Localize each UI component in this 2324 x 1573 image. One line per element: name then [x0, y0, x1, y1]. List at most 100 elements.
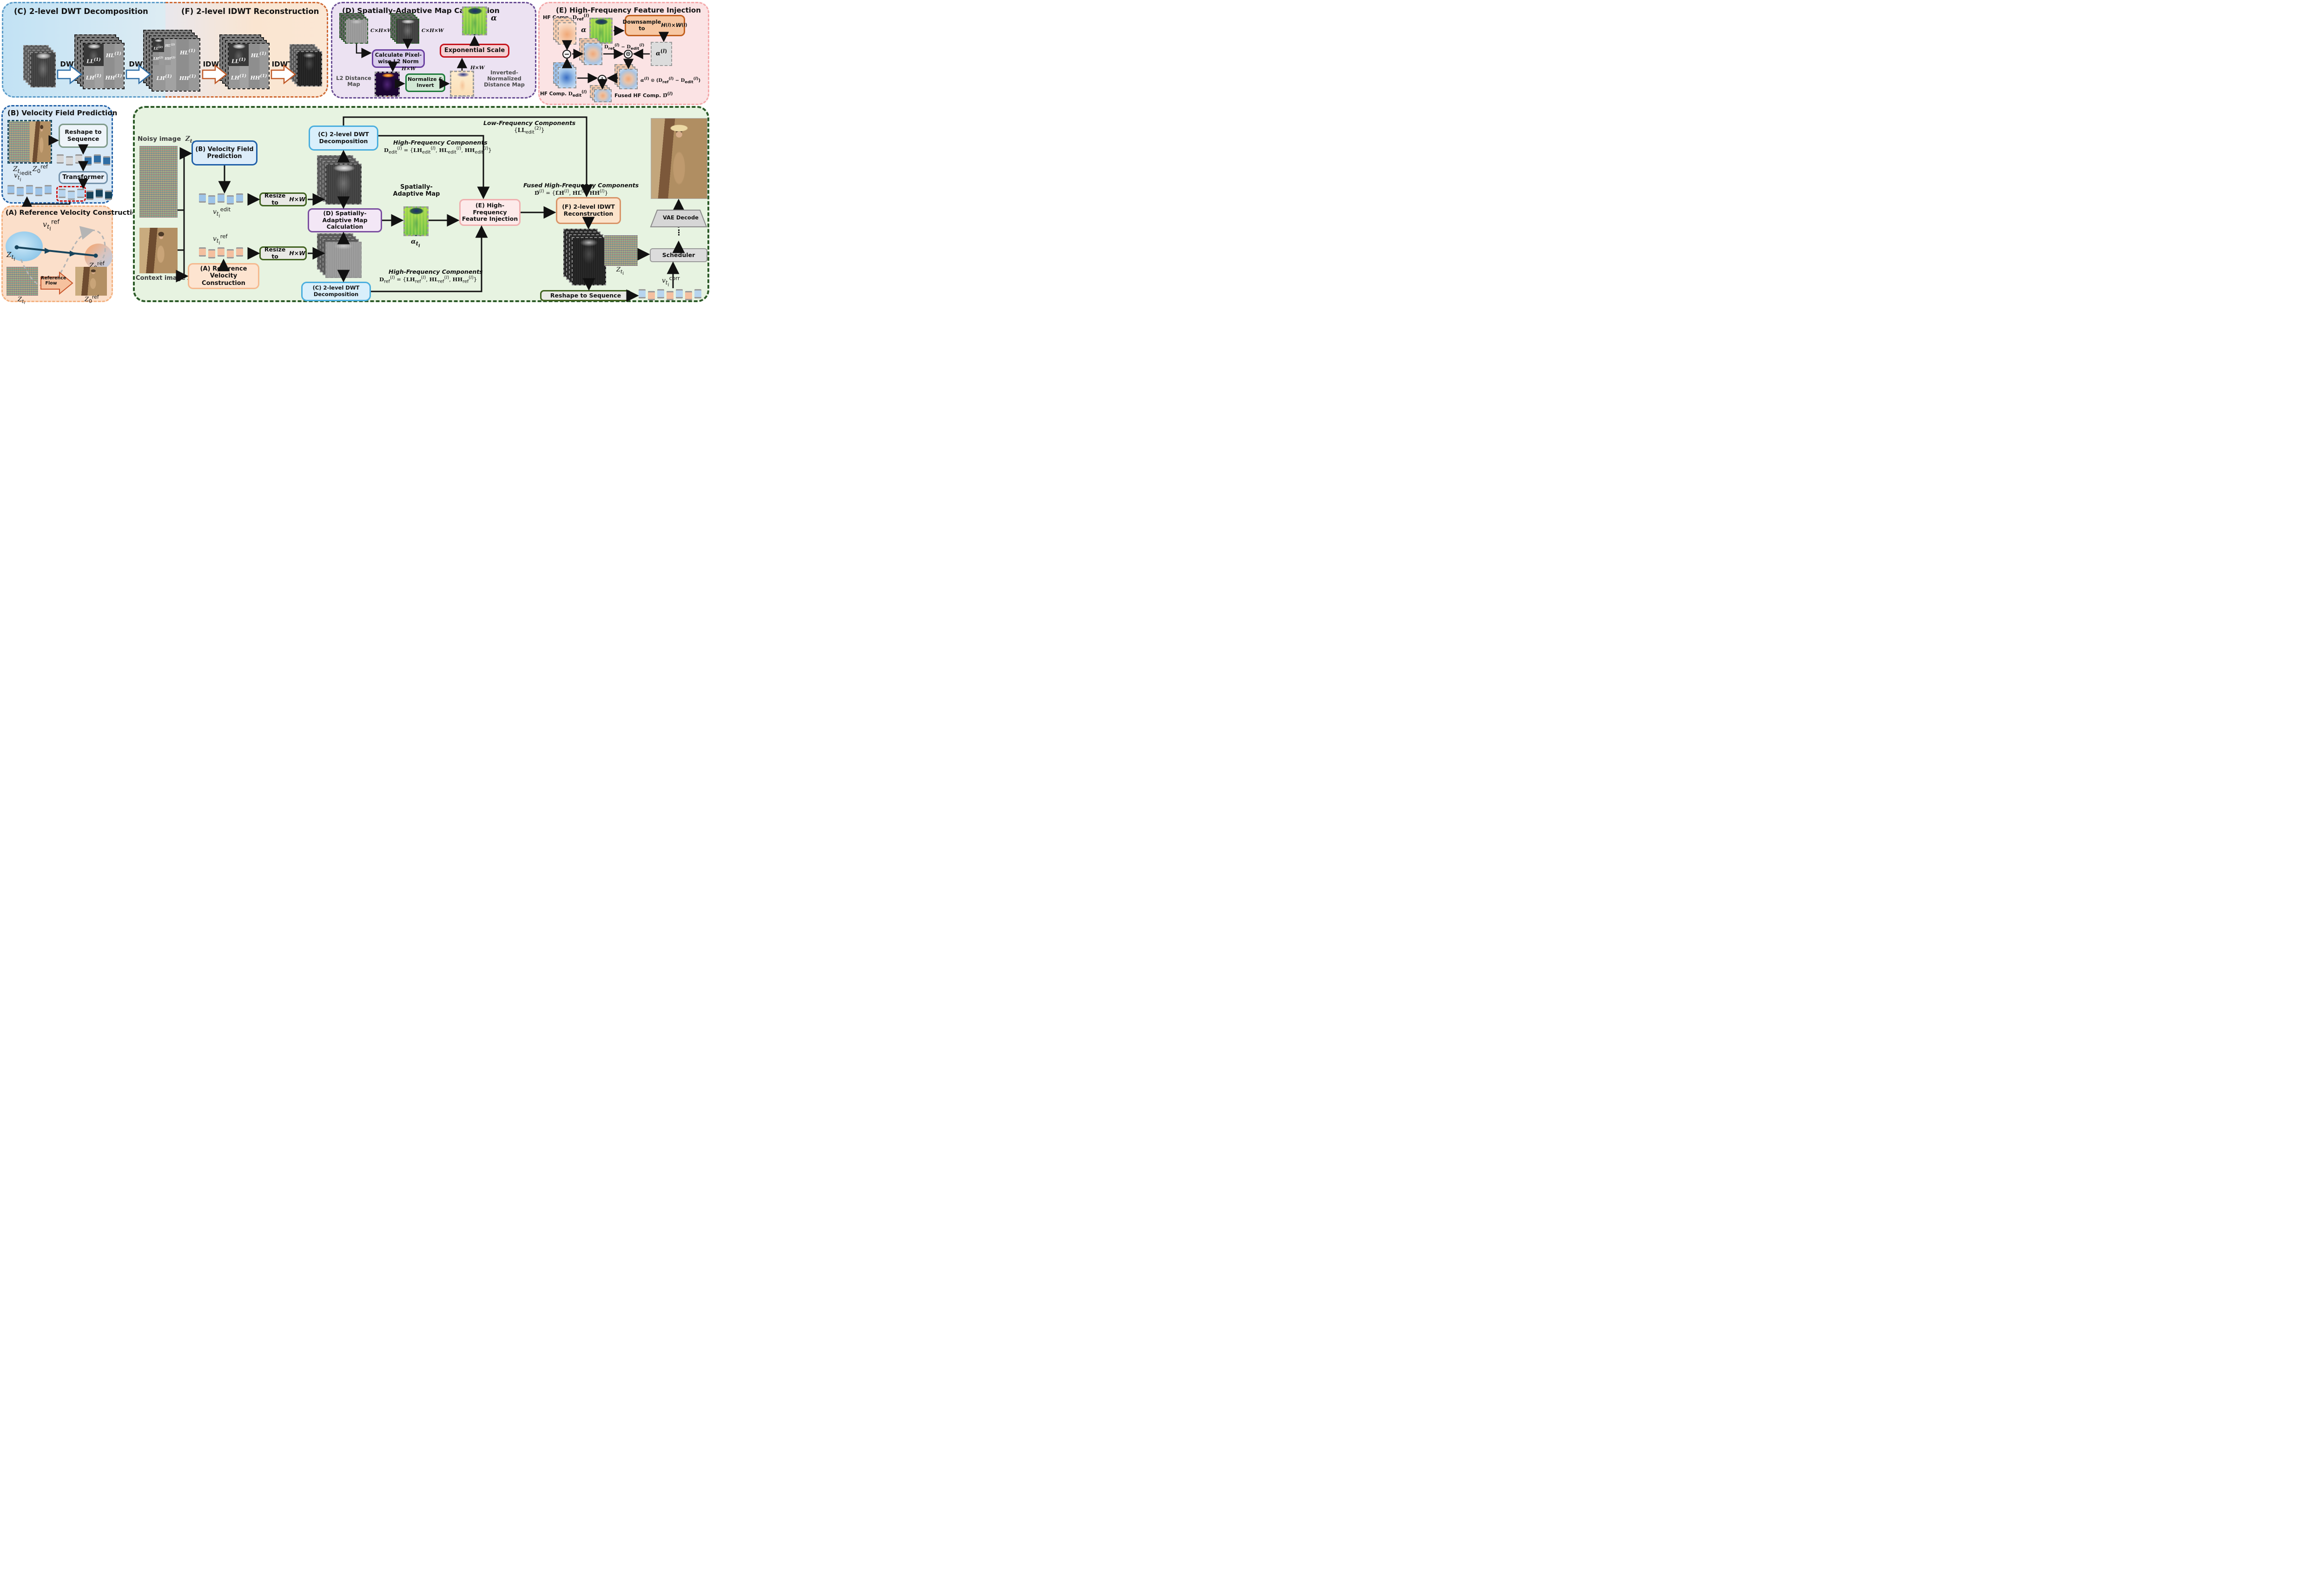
- v-edit-token-row-main: [199, 193, 243, 205]
- z0-ref-thumbnail: [75, 267, 107, 296]
- alpha-label-e: α: [581, 26, 587, 34]
- token: [657, 289, 664, 298]
- minus-operator: −: [562, 50, 571, 59]
- z-ti-thumb-label: Zti: [18, 296, 26, 304]
- token: [7, 185, 14, 194]
- token: [68, 191, 75, 200]
- hf-edit-label: HF Comp. Dedit(l): [540, 90, 587, 99]
- token: [86, 191, 93, 200]
- calculate-l2-norm-box: Calculate Pixel-wise L2 Norm: [372, 49, 425, 68]
- v-ref-token-row-main: [199, 247, 243, 258]
- z0-ref-label-b: Z0ref: [33, 163, 48, 174]
- c-dwt-box-bottom: (C) 2-level DWT Decomposition: [301, 282, 371, 301]
- edit-latent-stack-main: [317, 155, 362, 205]
- token: [685, 291, 692, 300]
- hf-edit-components-label: High-Frequency Components: [393, 139, 488, 146]
- hf-ref-components-label: High-Frequency Components: [389, 268, 483, 275]
- scheduler-box: Scheduler: [650, 248, 707, 262]
- hw-label-2: H×W: [470, 65, 485, 71]
- token: [26, 185, 33, 194]
- reshape-to-sequence-box-b: Reshape to Sequence: [59, 124, 108, 148]
- v-edit-label-b: vtiedit: [14, 170, 32, 183]
- v-ref-label-a: vtiref: [43, 218, 60, 232]
- diff-stack: [579, 38, 602, 65]
- token: [96, 189, 103, 198]
- lf-components-formula: {LLedit(2)}: [514, 126, 545, 135]
- plus-operator: +: [598, 75, 607, 84]
- fused-label: Fused HF Comp. D̃(l): [614, 91, 673, 99]
- token: [227, 195, 234, 205]
- inverted-map-label: Inverted-Normalized Distance Map: [484, 69, 525, 88]
- token: [208, 195, 215, 205]
- alpha-map-image-d: [462, 7, 487, 35]
- panel-d-title: (D) Spatially-Adaptive Map Calculation: [342, 7, 500, 15]
- ref-feature-stack-d: [339, 13, 368, 44]
- token: [639, 289, 646, 298]
- v-ref-label-main: vtiref: [213, 233, 228, 246]
- resize-box-bottom: Resize to H × W: [259, 246, 307, 260]
- token: [227, 249, 234, 258]
- vae-decode-label: VAE Decode: [663, 214, 699, 221]
- diff-label: Dref(l) − Dedit(l): [604, 42, 645, 51]
- panel-f-title: (F) 2-level IDWT Reconstruction: [181, 7, 319, 16]
- z-ti-small-label: Zti: [616, 266, 624, 276]
- c-dwt-box-top: (C) 2-level DWT Decomposition: [309, 126, 378, 151]
- context-image: [139, 228, 178, 273]
- token: [57, 154, 64, 164]
- hf-edit-stack: [553, 62, 576, 88]
- quad-hh1-label: HH(1): [105, 73, 122, 81]
- odot-operator: ⊙: [624, 50, 633, 59]
- lf-components-label: Low-Frequency Components: [483, 119, 576, 126]
- z-ti-small-image: [604, 235, 638, 266]
- concat-input-image: [7, 120, 52, 164]
- token: [694, 289, 701, 298]
- hw-label-1: H×W: [402, 66, 416, 72]
- noisy-image-label: Noisy image Zti: [138, 135, 194, 145]
- z0-ref-thumb-label: Z0ref: [85, 294, 99, 304]
- noisy-image: [139, 146, 178, 218]
- token: [676, 289, 683, 298]
- quad-hl1-label: HL(1): [106, 51, 122, 59]
- chw-label-2: C×H×W: [422, 28, 444, 33]
- dwt-level2-stack: LL(2) HL(2) LH(2) HH(2) HL(1) LH(1) HH(1…: [143, 30, 200, 92]
- e-injection-box-main: (E) High-Frequency Feature Injection: [459, 199, 521, 226]
- token: [218, 247, 224, 257]
- token: [667, 291, 673, 300]
- panel-c-title: (C) 2-level DWT Decomposition: [14, 7, 148, 16]
- panel-e-title: (E) High-Frequency Feature Injection: [556, 6, 701, 14]
- ref-latent-stack-main: [317, 233, 362, 278]
- v-corr-label: vticorr: [662, 275, 680, 288]
- alpha-l-label: α(l): [655, 48, 667, 57]
- quad-hh2-label: HH(2): [165, 56, 176, 61]
- quad-ll1-label: LL(1): [231, 57, 246, 65]
- token: [648, 291, 655, 300]
- resize-box-top: Resize to H × W: [259, 192, 307, 206]
- quad-lh1-label: LH(1): [156, 74, 172, 82]
- z-ti-label-b: Zti: [13, 165, 21, 176]
- hf-ref-components-formula: Dref(l) = {LHref(l), HLref(l), HHref(l)}: [379, 275, 477, 284]
- hf-ref-stack: [553, 18, 576, 45]
- panel-a-title: (A) Reference Velocity Construction: [6, 209, 142, 217]
- iteration-dots: ⋮: [675, 228, 683, 238]
- z-ti-thumbnail: [7, 267, 38, 296]
- token: [199, 247, 206, 257]
- selected-tokens-highlight: [56, 186, 86, 202]
- reshape-to-sequence-box-main: Reshape to Sequence: [540, 290, 631, 301]
- chw-label-1: C×H×W: [370, 28, 393, 33]
- context-image-half: [30, 121, 51, 162]
- token: [208, 249, 215, 258]
- alpha-label-d: α: [491, 13, 497, 23]
- final-edited-image: [651, 118, 707, 199]
- token: [199, 193, 206, 203]
- token: [17, 187, 24, 196]
- d-map-box-main: (D) Spatially-Adaptive Map Calculation: [308, 208, 382, 232]
- input-latent-stack: [23, 45, 56, 87]
- output-latent-stack: [290, 44, 322, 86]
- v-corr-token-row: [639, 289, 701, 300]
- hf-edit-components-formula: Dedit(l) = {LHedit(l), HLedit(l), HHedit…: [384, 146, 492, 155]
- token: [75, 154, 82, 164]
- v-edit-token-row-b: [7, 185, 52, 196]
- transformer-box: Transformer: [59, 171, 108, 184]
- figure-canvas: (C) 2-level DWT Decomposition (F) 2-leve…: [0, 0, 712, 304]
- quad-lh2-label: LH(2): [153, 56, 164, 61]
